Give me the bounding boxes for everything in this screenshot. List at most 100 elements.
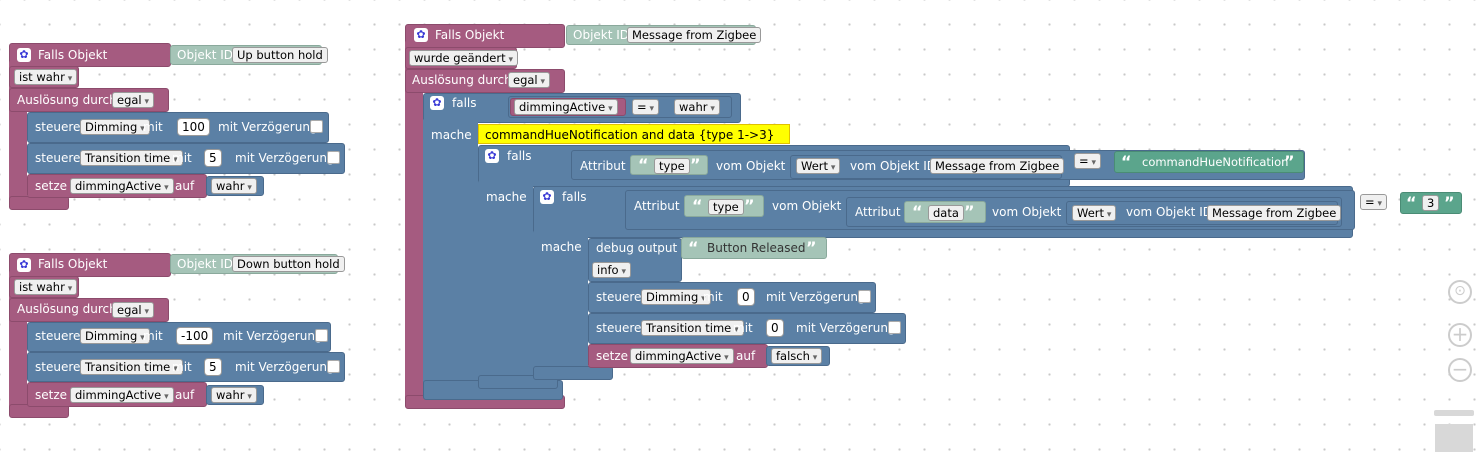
mit-label: mit	[733, 321, 753, 335]
log-level-dropdown[interactable]: info	[592, 262, 631, 278]
vom-objekt-label: vom Objekt	[716, 159, 786, 173]
trash-icon[interactable]	[1434, 408, 1474, 452]
debug-text[interactable]: Button Released	[707, 241, 806, 255]
variable-dropdown[interactable]: dimmingActive	[70, 387, 174, 403]
open-quote: “	[1121, 152, 1132, 171]
variable-dropdown[interactable]: dimmingActive	[514, 99, 618, 115]
attribut-label: Attribut	[634, 199, 680, 213]
string-input[interactable]: commandHueNotification	[1137, 154, 1294, 170]
dimming-value-input[interactable]: 100	[177, 118, 210, 136]
event-label: Falls Objekt	[38, 48, 108, 62]
trigger-source-dropdown[interactable]: egal	[112, 302, 155, 318]
trigger-source-dropdown[interactable]: egal	[112, 92, 155, 108]
delay-checkbox[interactable]	[315, 329, 328, 342]
state-dropdown[interactable]: Dimming	[80, 119, 150, 135]
open-quote: “	[688, 238, 699, 257]
gear-icon[interactable]: ✿	[17, 48, 31, 62]
mit-label: mit	[703, 290, 723, 304]
value-dropdown[interactable]: Wert	[796, 158, 841, 174]
object-id-field[interactable]: Message from Zigbee	[1207, 205, 1342, 221]
close-quote: ”	[690, 155, 701, 174]
auf-label: auf	[175, 388, 195, 402]
attribute-input[interactable]: type	[708, 199, 744, 215]
object-id-field[interactable]: Message from Zigbee	[627, 27, 762, 43]
steuere-label: steuere	[35, 120, 81, 134]
attribute-input[interactable]: data	[928, 205, 964, 221]
falls-label: falls	[562, 190, 587, 204]
object-id-field[interactable]: Up button hold	[232, 47, 328, 63]
object-id-label: Objekt ID	[177, 48, 234, 62]
target-icon[interactable]: ⊙	[1448, 280, 1472, 304]
trigger-label: Auslösung durch	[17, 302, 117, 316]
number-string-input[interactable]: 3	[1422, 195, 1440, 211]
state-dropdown[interactable]: Transition time	[80, 150, 183, 166]
auf-label: auf	[175, 179, 195, 193]
auf-label: auf	[736, 349, 756, 363]
delay-checkbox[interactable]	[327, 360, 340, 373]
gear-icon[interactable]: ✿	[430, 96, 444, 110]
delay-label: mit Verzögerung	[235, 151, 335, 165]
gear-icon[interactable]: ✿	[485, 149, 499, 163]
mache-label: mache	[541, 240, 582, 254]
mit-label: mit	[143, 329, 163, 343]
transition-value-input[interactable]: 5	[204, 358, 222, 376]
transition-value-input[interactable]: 0	[766, 319, 784, 337]
delay-checkbox[interactable]	[888, 321, 901, 334]
gear-icon[interactable]: ✿	[17, 258, 31, 272]
zoom-out-icon[interactable]: −	[1448, 358, 1472, 382]
close-quote: ”	[744, 196, 755, 215]
gear-icon[interactable]: ✿	[414, 28, 428, 42]
delay-checkbox[interactable]	[310, 120, 323, 133]
delay-label: mit Verzögerung	[218, 120, 318, 134]
boolean-dropdown[interactable]: wahr	[211, 387, 257, 403]
trigger-condition-dropdown[interactable]: ist wahr	[14, 279, 78, 295]
dimming-value-input[interactable]: 0	[737, 288, 755, 306]
compare-dropdown[interactable]: =	[1074, 153, 1102, 169]
variable-dropdown[interactable]: dimmingActive	[630, 348, 734, 364]
state-dropdown[interactable]: Transition time	[641, 320, 744, 336]
steuere-label: steuere	[35, 360, 81, 374]
state-dropdown[interactable]: Transition time	[80, 359, 183, 375]
object-id-field[interactable]: Message from Zigbee	[930, 158, 1065, 174]
object-id-field[interactable]: Down button hold	[232, 256, 345, 272]
compare-dropdown[interactable]: =	[1360, 194, 1388, 210]
steuere-label: steuere	[596, 321, 642, 335]
state-dropdown[interactable]: Dimming	[80, 328, 150, 344]
variable-dropdown[interactable]: dimmingActive	[70, 178, 174, 194]
delay-label: mit Verzögerung	[235, 360, 335, 374]
vom-objekt-label: vom Objekt	[772, 199, 842, 213]
dimming-value-input[interactable]: -100	[176, 327, 214, 345]
vom-objekt-id-label: vom Objekt ID	[1126, 205, 1212, 219]
steuere-label: steuere	[596, 290, 642, 304]
gear-icon[interactable]: ✿	[540, 190, 554, 204]
setze-label: setze	[35, 388, 68, 402]
boolean-dropdown[interactable]: wahr	[674, 99, 720, 115]
zoom-in-icon[interactable]: +	[1448, 323, 1472, 347]
trigger-condition-dropdown[interactable]: wurde geändert	[409, 50, 518, 66]
trigger-label: Auslösung durch	[17, 93, 117, 107]
delay-label: mit Verzögerung	[796, 321, 896, 335]
delay-checkbox[interactable]	[327, 151, 340, 164]
value-dropdown[interactable]: Wert	[1072, 205, 1117, 221]
transition-value-input[interactable]: 5	[204, 149, 222, 167]
state-dropdown[interactable]: Dimming	[641, 289, 711, 305]
attribute-input[interactable]: type	[654, 158, 690, 174]
close-quote: ”	[1284, 152, 1295, 171]
trigger-condition-dropdown[interactable]: ist wahr	[14, 69, 78, 85]
open-quote: “	[692, 196, 703, 215]
boolean-dropdown[interactable]: falsch	[771, 348, 823, 364]
control-dimming-block[interactable]	[588, 282, 876, 313]
mache-label: mache	[431, 128, 472, 142]
delay-checkbox[interactable]	[858, 290, 871, 303]
delay-label: mit Verzögerung	[223, 329, 323, 343]
mit-label: mit	[143, 120, 163, 134]
vom-objekt-label: vom Objekt	[992, 205, 1062, 219]
trigger-source-dropdown[interactable]: egal	[508, 72, 551, 88]
delay-label: mit Verzögerung	[766, 290, 866, 304]
close-quote: ”	[806, 238, 817, 257]
boolean-dropdown[interactable]: wahr	[211, 178, 257, 194]
compare-dropdown[interactable]: =	[632, 99, 660, 115]
open-quote: “	[912, 202, 923, 221]
open-quote: “	[1406, 193, 1417, 212]
comment-bubble[interactable]: commandHueNotification and data {type 1-…	[478, 124, 790, 162]
